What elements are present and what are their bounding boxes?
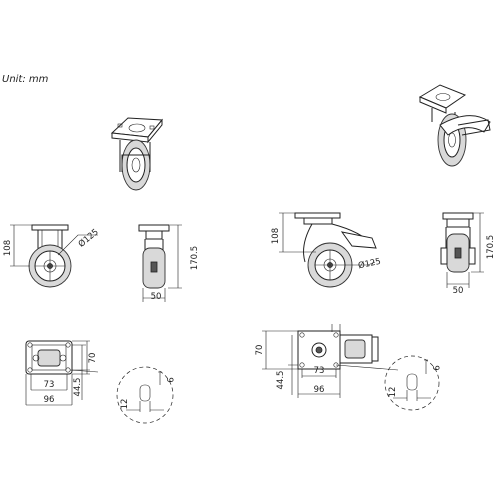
- swivel-caster-top-view: 70 73 96 44.5: [255, 324, 399, 398]
- fixed-caster-isometric: [110, 117, 164, 191]
- fixed-side-height-label: 170.5: [190, 246, 200, 270]
- unit-label: Unit: mm: [2, 74, 49, 85]
- swivel-hole-slot-label: 12: [388, 387, 398, 398]
- swivel-side-height-label: 170.5: [486, 235, 496, 259]
- fixed-top-hole-w-label: 73: [44, 380, 55, 390]
- fixed-caster-top-view: 70 73 96 44.5: [25, 340, 99, 406]
- fixed-top-hole-h-label: 44.5: [73, 378, 83, 397]
- swivel-caster-isometric: [418, 84, 491, 167]
- fixed-front-diameter-label: Ø125: [76, 227, 101, 250]
- swivel-top-plate-height-label: 70: [255, 345, 265, 356]
- swivel-hole-len-label: 9: [430, 365, 440, 370]
- swivel-front-height-label: 108: [271, 228, 281, 244]
- swivel-top-plate-w-label: 96: [314, 385, 325, 395]
- fixed-top-plate-w-label: 96: [44, 395, 55, 405]
- swivel-caster-front-view: 108 Ø125: [271, 212, 382, 288]
- fixed-hole-detail: 12 9: [116, 366, 174, 424]
- swivel-top-hole-h-label: 44.5: [276, 371, 286, 390]
- fixed-caster-side-view: 170.5 50: [138, 224, 200, 302]
- fixed-side-width-label: 50: [151, 292, 162, 302]
- fixed-hole-len-label: 9: [164, 377, 174, 382]
- swivel-side-width-label: 50: [453, 286, 464, 296]
- fixed-caster-front-view: 108 Ø125: [3, 224, 101, 288]
- fixed-front-height-label: 108: [3, 240, 13, 256]
- swivel-hole-detail: 12 9: [384, 355, 440, 411]
- swivel-top-hole-w-label: 73: [314, 366, 325, 376]
- fixed-hole-slot-label: 12: [120, 399, 130, 410]
- fixed-top-plate-height-label: 70: [88, 353, 98, 364]
- swivel-caster-side-view: 170.5 50: [440, 212, 496, 296]
- swivel-front-diameter-label: Ø125: [357, 256, 382, 272]
